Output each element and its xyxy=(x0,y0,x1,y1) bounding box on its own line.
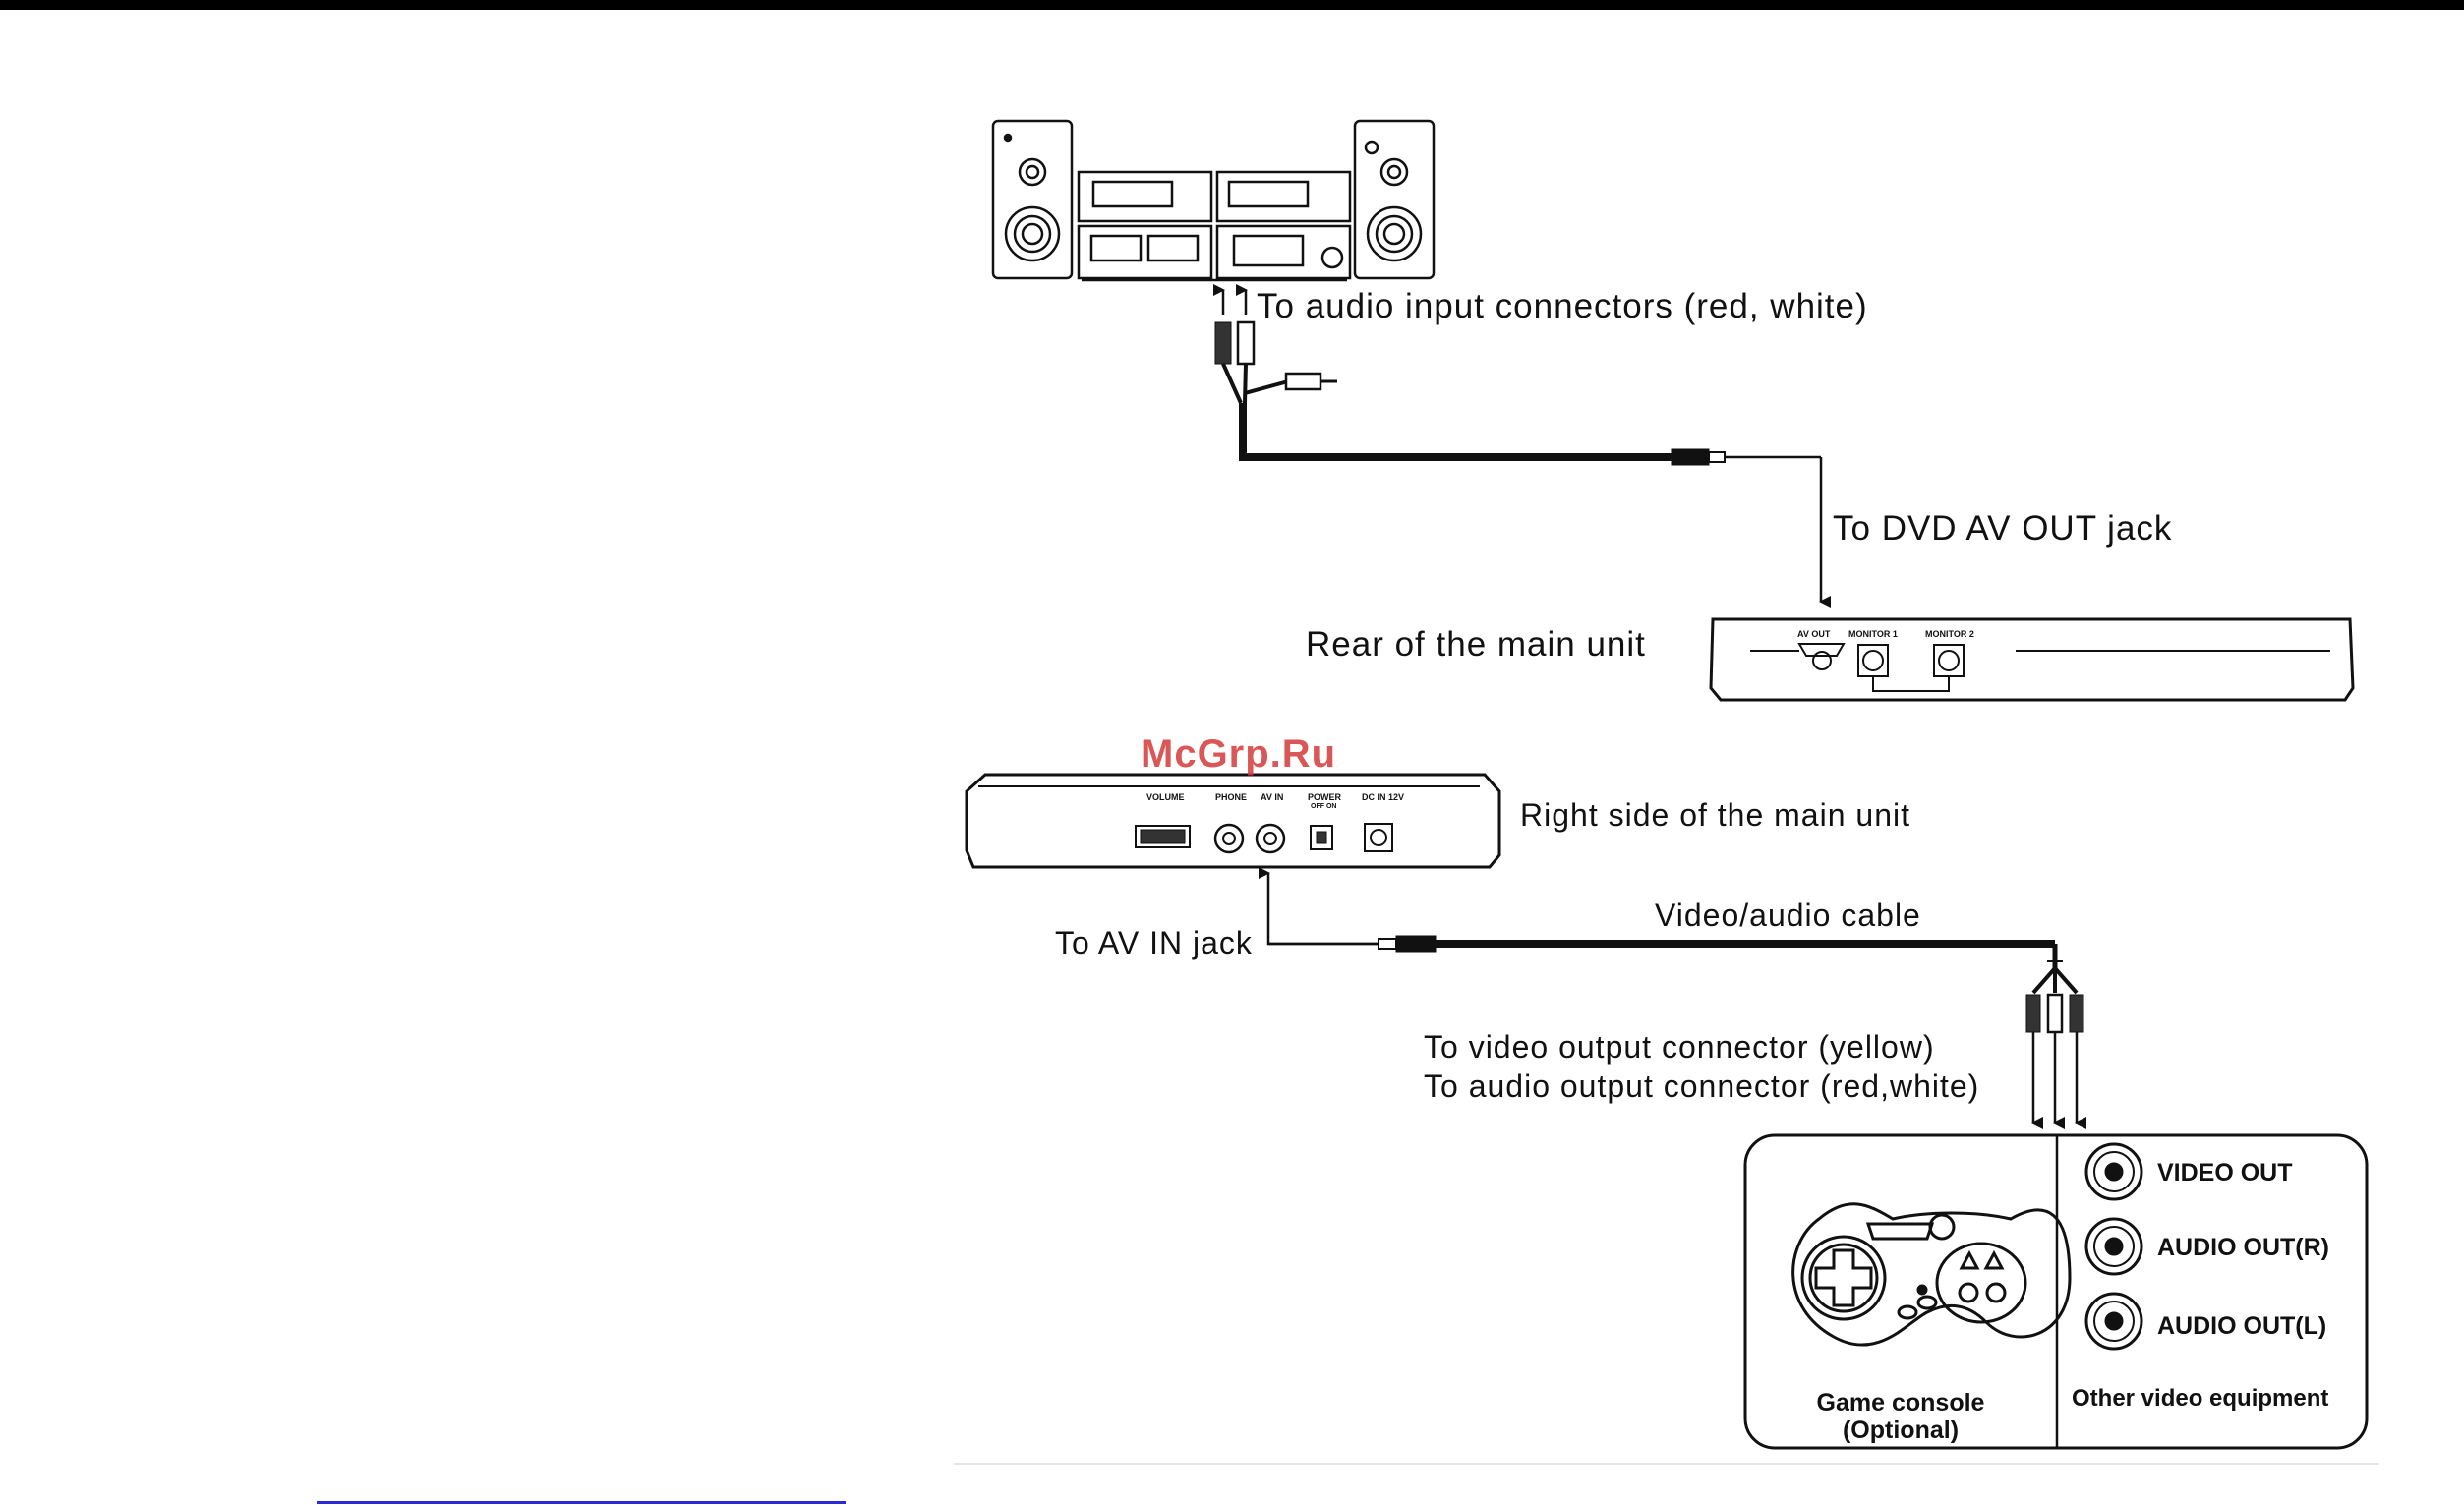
rear-panel-icon xyxy=(1709,617,2355,702)
stereo-system-icon xyxy=(991,119,1436,282)
footer-link-underline[interactable] xyxy=(317,1501,846,1504)
dvd-av-out-label: To DVD AV OUT jack xyxy=(1833,509,2173,548)
other-equipment-label: Other video equipment xyxy=(2072,1385,2329,1412)
equipment-box xyxy=(1743,1133,2369,1450)
video-output-label: To video output connector (yellow) xyxy=(1424,1029,1935,1065)
power-port-label: POWER xyxy=(1308,792,1342,802)
monitor1-port-label: MONITOR 1 xyxy=(1848,629,1898,639)
monitor2-port-label: MONITOR 2 xyxy=(1925,629,1974,639)
phone-port-label: PHONE xyxy=(1215,792,1248,802)
output-jack-icons xyxy=(2084,1142,2143,1351)
audio-cable-icon xyxy=(1213,284,1831,608)
rear-unit-label: Rear of the main unit xyxy=(1306,625,1646,664)
power-sub-label: OFF ON xyxy=(1311,803,1337,810)
bottom-divider xyxy=(954,1463,2379,1465)
av-in-jack-label: To AV IN jack xyxy=(1055,925,1253,960)
top-border-bar xyxy=(0,0,2464,10)
audio-out-l-label: AUDIO OUT(L) xyxy=(2157,1312,2327,1340)
game-console-line1: Game console xyxy=(1816,1389,1985,1417)
game-console-label: Game console (Optional) xyxy=(1809,1389,1992,1444)
audio-out-r-label: AUDIO OUT(R) xyxy=(2157,1234,2329,1261)
volume-port-label: VOLUME xyxy=(1146,792,1185,802)
side-panel-icon xyxy=(965,773,1501,869)
dc-in-port-label: DC IN 12V xyxy=(1362,792,1405,802)
av-in-port-label: AV IN xyxy=(1261,792,1284,802)
game-console-line2: (Optional) xyxy=(1842,1416,1960,1444)
audio-input-label: To audio input connectors (red, white) xyxy=(1257,287,1868,325)
av-out-port-label: AV OUT xyxy=(1797,629,1831,639)
video-audio-cable-label: Video/audio cable xyxy=(1655,897,1921,933)
right-side-label: Right side of the main unit xyxy=(1520,797,1910,833)
video-out-label: VIDEO OUT xyxy=(2157,1159,2293,1187)
watermark-text: McGrp.Ru xyxy=(1141,732,1337,776)
game-controller-icon xyxy=(1791,1202,2072,1347)
audio-output-label: To audio output connector (red,white) xyxy=(1424,1069,1980,1104)
av-cable-icon xyxy=(1259,867,2086,1129)
